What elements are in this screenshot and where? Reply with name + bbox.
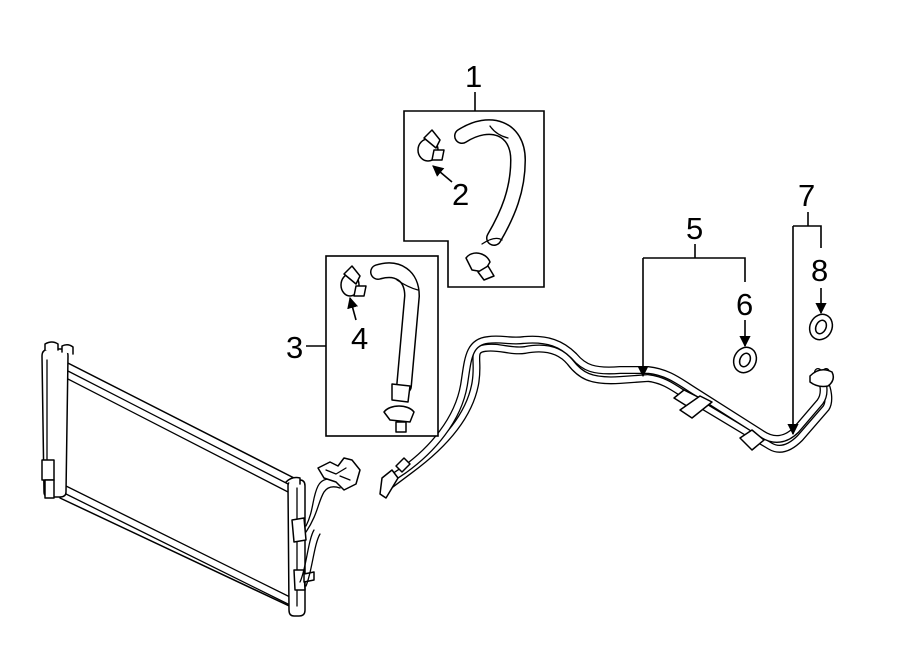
callout-1: 1 [465,59,482,94]
clamp-lower-icon [465,252,495,281]
hose-box-3 [325,255,439,437]
callout-2: 2 [452,177,469,212]
clamp-lower-3-icon [383,405,415,433]
seal-8-icon [808,313,834,341]
callout-7: 7 [798,178,815,213]
radiator [41,341,361,617]
callout-8: 8 [811,253,828,288]
leader-lines [306,92,827,436]
cooler-lines [379,335,835,499]
callout-6: 6 [736,287,753,322]
callout-5: 5 [686,211,703,246]
clamp-4-icon [340,265,367,297]
box-3-frame [325,255,439,437]
seal-6-icon [732,346,758,374]
callout-4: 4 [351,321,368,356]
callout-3: 3 [286,330,303,365]
clamp-2-icon [417,129,445,162]
hose-box-1 [403,110,545,288]
